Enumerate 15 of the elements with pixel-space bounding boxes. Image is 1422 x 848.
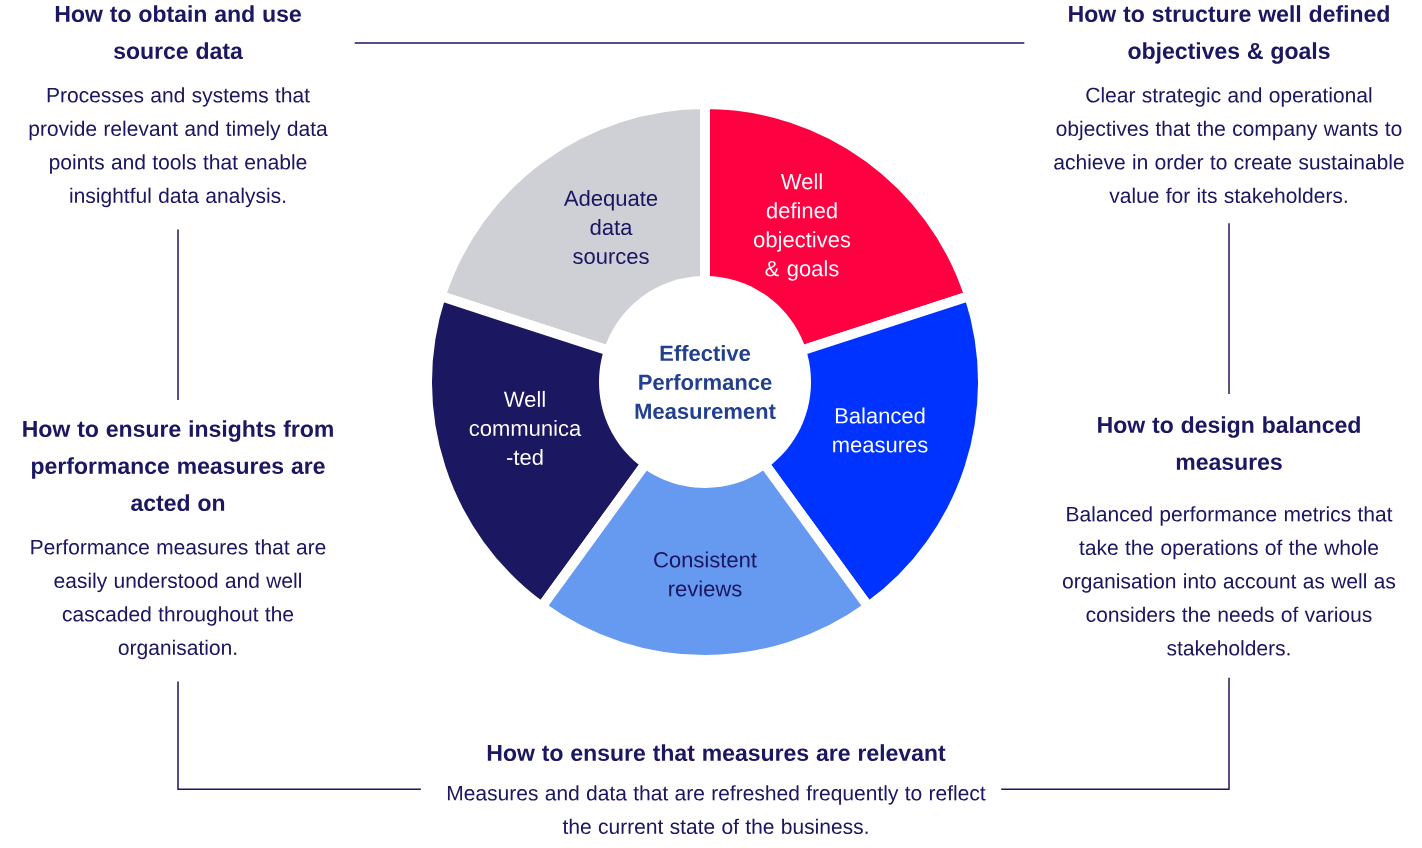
- heading: How to obtain and use source data: [55, 5, 301, 60]
- description: Performance measures that are easily understood and well cascaded throughout the organisation.: [31, 539, 326, 660]
- connector-line: [1000, 677, 1230, 790]
- connector-line: [177, 680, 422, 790]
- connector-line: [177, 228, 179, 401]
- description: Processes and systems that provide relevant and timely data points and tools that enable insightful data analysis.: [29, 87, 328, 208]
- heading: How to ensure that measures are relevant: [487, 744, 946, 762]
- description: Balanced performance metrics that take the operations of the whole organisation into account as well as considers the needs of various stakeholders.: [1062, 506, 1396, 656]
- heading: How to design balanced measures: [1098, 416, 1360, 471]
- heading: How to structure well defined objectives & goals: [1069, 5, 1389, 64]
- heading: How to ensure insights from performance measures are acted on: [23, 420, 333, 512]
- description: Clear strategic and operational objectives that the company wants to achieve in order to create sustainable value for its stakeholders.: [1054, 87, 1404, 204]
- connector-line: [353, 42, 1026, 44]
- connector-line: [1228, 222, 1230, 395]
- description: Measures and data that are refreshed frequently to reflect the current state of the business.: [447, 785, 986, 835]
